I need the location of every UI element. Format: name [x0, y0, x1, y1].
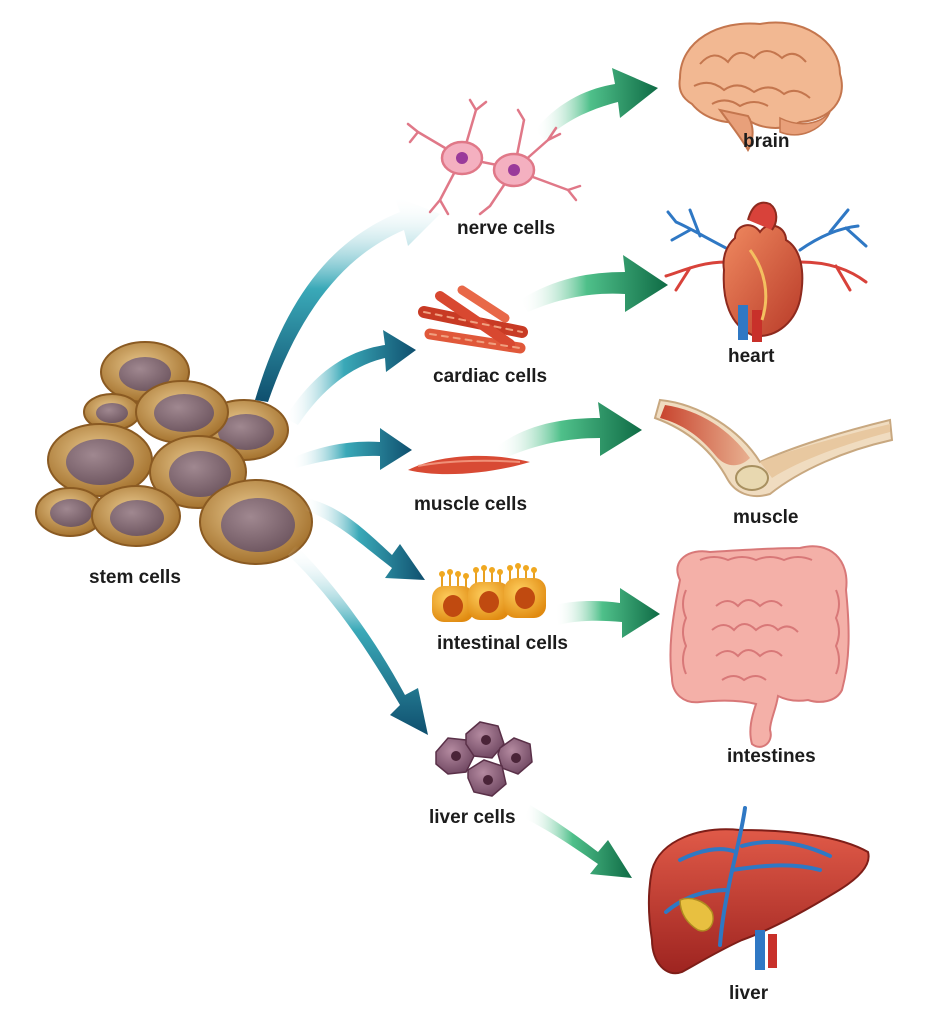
liver-illustration [648, 806, 870, 975]
arrow-to-brain [535, 68, 658, 140]
stem-cell [135, 380, 229, 444]
intestinal-cells-illustration [432, 563, 546, 622]
arrows-cells-to-organs [495, 68, 668, 878]
nerve-cells-illustration [406, 98, 582, 216]
label-cardiac-cells: cardiac cells [433, 366, 548, 387]
stem-cell-cluster [35, 341, 313, 565]
muscle-cells-illustration [408, 455, 530, 475]
arrow-to-nerve-cells [255, 196, 440, 402]
stem-cell [91, 485, 181, 547]
label-nerve-cells: nerve cells [457, 218, 556, 239]
brain-illustration [678, 21, 843, 153]
arrow-to-liver [524, 805, 632, 878]
arrow-to-muscle-cells [292, 428, 412, 470]
arrow-to-intestines [555, 588, 660, 638]
arrow-to-cardiac-cells [285, 330, 416, 425]
label-intestines: intestines [727, 746, 816, 767]
label-muscle: muscle [733, 507, 799, 528]
label-muscle-cells: muscle cells [414, 494, 528, 515]
liver-cells-illustration [435, 721, 533, 797]
stem-cell [199, 479, 313, 565]
arrow-to-liver-cells [288, 545, 428, 735]
stem-cell [47, 423, 153, 497]
arrow-to-muscle [495, 402, 642, 458]
label-stem-cells: stem cells [89, 567, 181, 588]
cardiac-cells-illustration [418, 285, 528, 354]
heart-illustration [664, 201, 868, 342]
label-brain: brain [743, 131, 790, 152]
muscle-arm-illustration [653, 398, 894, 498]
label-intestinal-cells: intestinal cells [437, 633, 568, 654]
label-liver-cells: liver cells [429, 807, 516, 828]
arrow-to-heart [520, 255, 668, 312]
stem-cell [83, 393, 141, 431]
arrows-stem-to-cells [255, 196, 440, 735]
label-heart: heart [728, 346, 775, 367]
label-liver: liver [729, 983, 769, 1004]
arrow-to-intestinal-cells [305, 498, 425, 580]
intestines-illustration [669, 545, 850, 748]
